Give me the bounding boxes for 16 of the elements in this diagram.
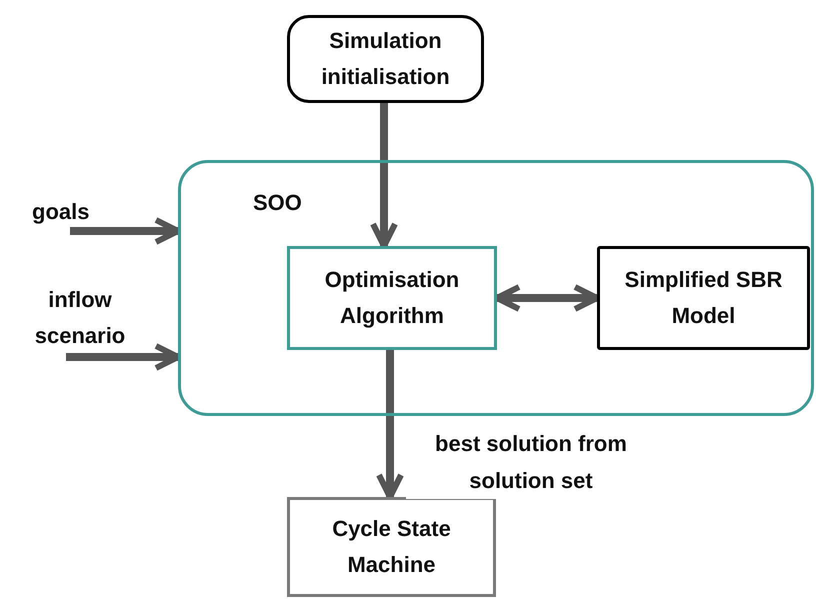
group-title: SOO [252,189,303,217]
model-box [597,246,810,350]
process-box [287,497,496,597]
node-label: Simplified SBR Model [624,266,784,330]
arrow [376,350,404,500]
node-label: inflow scenario [34,286,126,350]
group-container [178,160,814,416]
node-label: Cycle State Machine [331,515,452,579]
node-label: Optimisation Algorithm [324,266,460,330]
node-label: goals [31,198,90,226]
start-box [287,15,484,103]
process-box [287,246,497,350]
node-label: Simulation initialisation [320,27,451,91]
arrow [66,343,181,371]
arrow [70,217,181,245]
arrow [370,103,398,249]
